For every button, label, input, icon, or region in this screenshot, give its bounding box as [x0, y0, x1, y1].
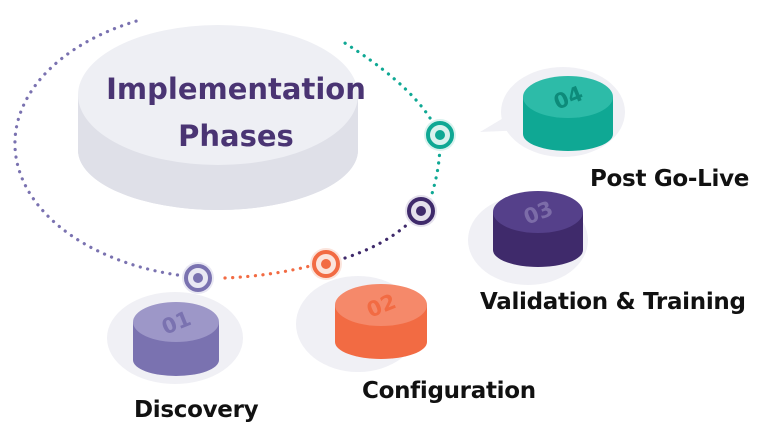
phase-01-label: Discovery — [134, 397, 259, 423]
phase-01-cylinder: 01 — [107, 292, 243, 384]
central-disc-top — [78, 25, 358, 165]
phase-04-cylinder: 04 — [480, 67, 625, 157]
phase-02-cylinder: 02 — [296, 276, 427, 372]
central-title-line2: Phases — [178, 119, 294, 153]
phase-02-label: Configuration — [362, 378, 536, 404]
central-title-line1: Implementation — [106, 72, 366, 106]
marker-04 — [424, 119, 456, 151]
marker-03 — [405, 195, 437, 227]
phase-03-label: Validation & Training — [480, 289, 746, 315]
marker-02 — [310, 248, 342, 280]
ring-segment-purple — [13, 18, 187, 278]
ring-segment-dark — [343, 220, 412, 260]
ring-segment-orange — [223, 264, 312, 280]
phase-04-label: Post Go-Live — [590, 166, 750, 192]
central-disc: Implementation Phases — [78, 25, 366, 210]
ring-markers — [182, 119, 456, 294]
marker-01 — [182, 262, 214, 294]
phase-03-cylinder: 03 — [468, 191, 588, 285]
